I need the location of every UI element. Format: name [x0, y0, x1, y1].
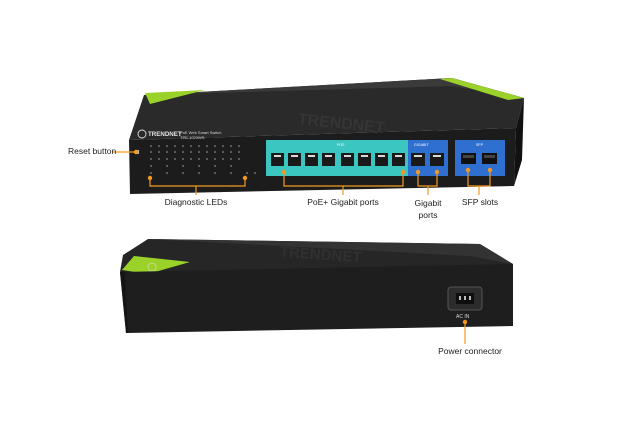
trendnet-logo-icon — [137, 129, 147, 139]
gigabit-group-label: GIGABIT — [414, 143, 429, 147]
back-switch-face — [120, 264, 513, 333]
poe-port-3[interactable] — [305, 153, 318, 166]
front-callout-dots — [133, 149, 493, 181]
front-switch: TRENDNET TRENDNET PoE Web Smart Switch T… — [129, 78, 524, 194]
diagnostic-leds-callout: Diagnostic LEDs — [164, 197, 228, 207]
gigabit-port-panel: GIGABIT — [408, 140, 448, 176]
sfp-slot-2[interactable] — [482, 153, 497, 164]
sfp-slot-1[interactable] — [461, 153, 476, 164]
front-model-title: PoE Web Smart Switch — [180, 130, 222, 135]
sfp-group-label: SFP — [476, 143, 484, 147]
back-callout — [462, 319, 468, 344]
gigabit-ports-callout-line1: Gigabit — [414, 198, 442, 208]
gigabit-port-1[interactable] — [411, 153, 425, 166]
poe-port-1[interactable] — [271, 153, 284, 166]
poe-group-label: POE — [337, 143, 345, 147]
poe-port-5[interactable] — [341, 153, 354, 166]
poe-port-panel: POE — [266, 140, 414, 176]
sfp-panel: SFP — [455, 140, 505, 176]
sfp-slots-callout: SFP slots — [461, 197, 499, 207]
front-top-accent-right — [440, 78, 524, 100]
power-connector[interactable] — [447, 286, 483, 311]
gigabit-port-2[interactable] — [430, 153, 444, 166]
poe-port-7[interactable] — [375, 153, 388, 166]
back-switch: TRENDNET AC IN — [120, 239, 513, 333]
diagnostic-led-grid — [150, 145, 256, 174]
front-brand: TRENDNET — [148, 131, 182, 138]
power-connector-callout: Power connector — [438, 346, 502, 356]
back-top-accent — [122, 256, 190, 274]
poe-ports-callout: PoE+ Gigabit ports — [307, 197, 379, 207]
gigabit-ports-callout: Gigabit ports — [415, 197, 442, 221]
front-top-accent-left — [145, 90, 205, 104]
front-model-number: TPE-1020WS — [180, 135, 205, 140]
gigabit-ports-callout-line2: ports — [418, 210, 438, 220]
front-switch-top — [129, 78, 524, 140]
poe-port-4[interactable] — [322, 153, 335, 166]
back-top-logo-icon — [147, 262, 157, 272]
back-top-embossed-brand: TRENDNET — [279, 244, 362, 267]
ac-in-label: AC IN — [456, 314, 470, 320]
front-callout-lines — [112, 151, 491, 195]
poe-port-8[interactable] — [392, 153, 405, 166]
poe-port-2[interactable] — [288, 153, 301, 166]
poe-port-6[interactable] — [358, 153, 371, 166]
reset-button-callout: Reset button — [68, 146, 117, 156]
